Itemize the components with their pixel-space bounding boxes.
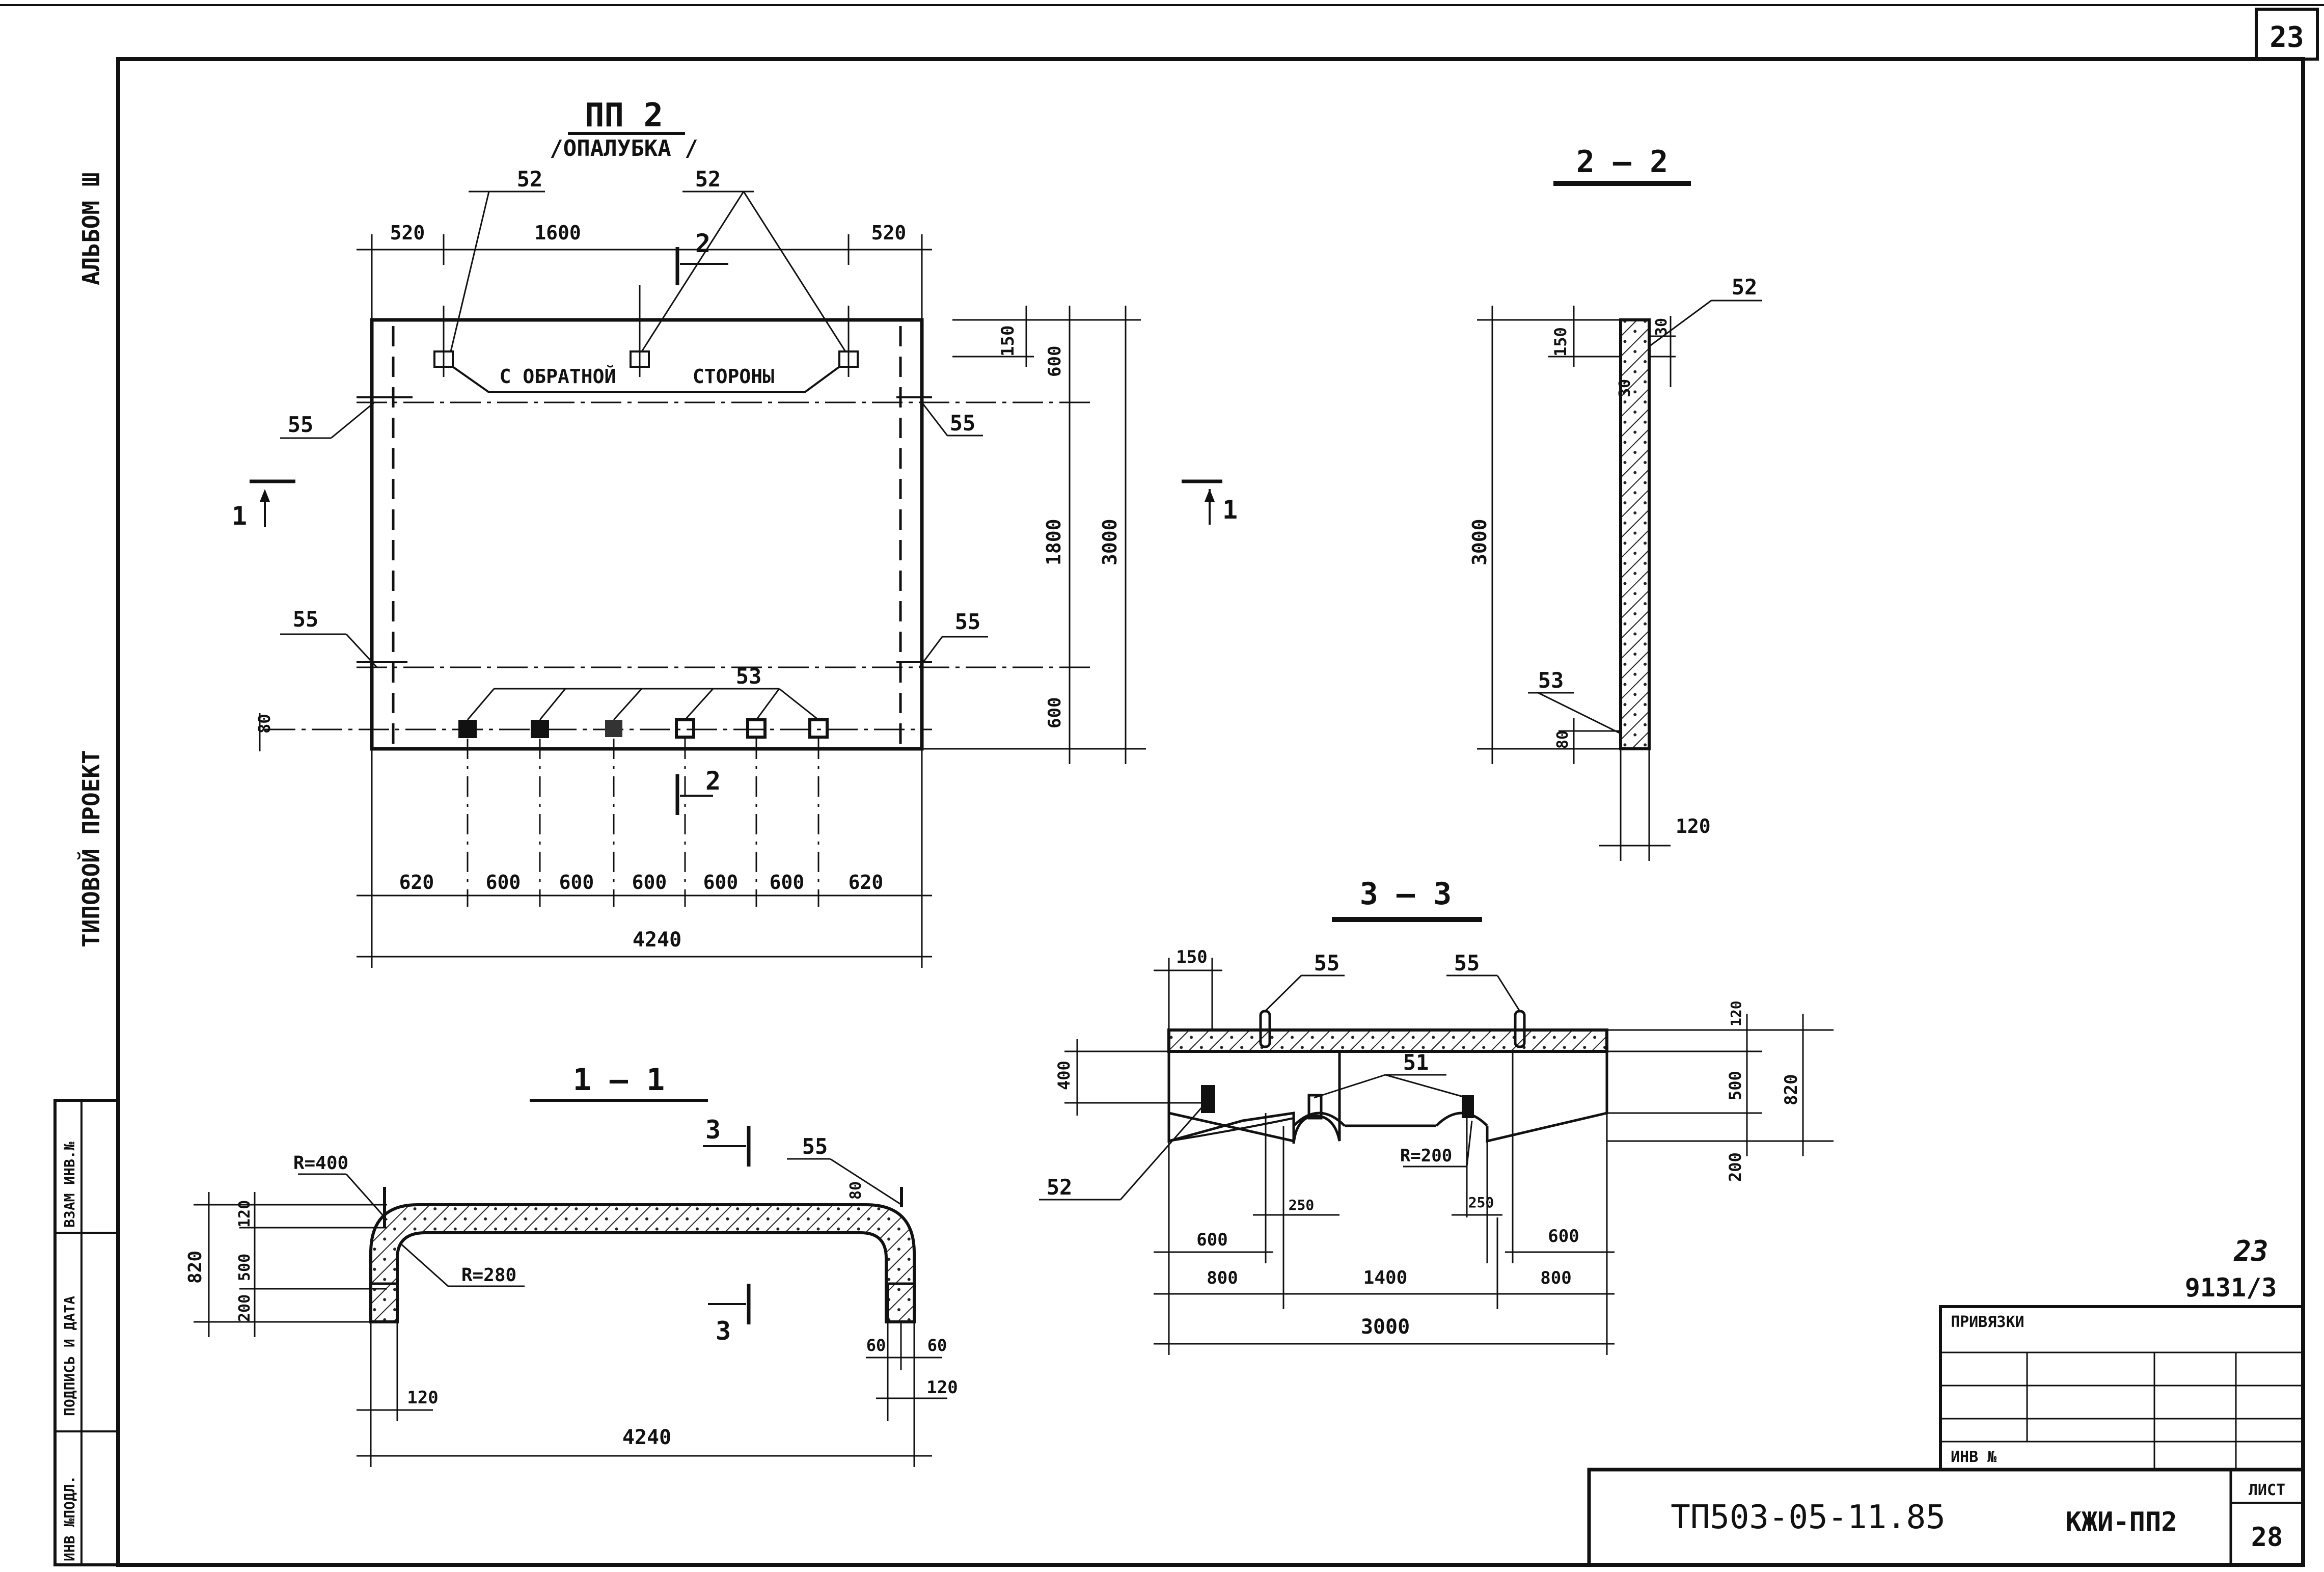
main-title: ПП 2 bbox=[585, 97, 663, 134]
view11-ref55: 55 bbox=[802, 1134, 828, 1159]
bottom-dim-7: 620 bbox=[849, 871, 884, 893]
note-back-right: СТОРОНЫ bbox=[693, 365, 774, 388]
bottom-dim-5: 600 bbox=[703, 871, 739, 893]
panel-outline bbox=[370, 318, 924, 751]
view33-d800a: 800 bbox=[1207, 1268, 1238, 1288]
view22-d150: 150 bbox=[1551, 327, 1570, 357]
view33-ref51: 51 bbox=[1403, 1050, 1429, 1075]
drawing-mark: КЖИ-ПП2 bbox=[2065, 1507, 2177, 1537]
bottom-dim-1: 620 bbox=[399, 871, 434, 893]
view33-right-500: 500 bbox=[1726, 1071, 1745, 1100]
side-stamp: ВЗАМ ИНВ.№ ПОДПИСЬ И ДАТА ИНВ №ПОДЛ. bbox=[53, 1099, 120, 1566]
view11-total: 4240 bbox=[622, 1426, 671, 1449]
top-dim-520-right: 520 bbox=[871, 222, 907, 244]
total-width: 4240 bbox=[633, 928, 681, 952]
view33-right-200: 200 bbox=[1726, 1152, 1745, 1182]
view33-right-820: 820 bbox=[1781, 1074, 1801, 1105]
view11-dim-60-b: 60 bbox=[927, 1336, 947, 1355]
album-label: АЛЬБОМ Ш bbox=[77, 172, 105, 285]
view11-left-120: 120 bbox=[236, 1200, 254, 1228]
view22-d30b: 30 bbox=[1616, 379, 1634, 397]
view11-sec3-bottom: 3 bbox=[716, 1316, 731, 1346]
view33-d3000: 3000 bbox=[1361, 1315, 1410, 1339]
view11-left-200: 200 bbox=[236, 1294, 254, 1322]
title-code: 9131/3 bbox=[2185, 1273, 2277, 1303]
view11-dim-120-right: 120 bbox=[926, 1377, 958, 1398]
project-type-label: ТИПОВОЙ ПРОЕКТ bbox=[77, 750, 105, 947]
main-subtitle: /ОПАЛУБКА / bbox=[550, 135, 698, 161]
top-dim-520-left: 520 bbox=[390, 222, 425, 244]
view33-d400: 400 bbox=[1054, 1061, 1074, 1090]
section-1-left: 1 bbox=[232, 501, 247, 531]
right-dim-3000: 3000 bbox=[1099, 519, 1121, 565]
view33-d600a: 600 bbox=[1196, 1230, 1227, 1250]
bottom-dim-6: 600 bbox=[770, 871, 805, 893]
view11-left-500: 500 bbox=[236, 1254, 254, 1281]
stamp-inv-podl: ИНВ №ПОДЛ. bbox=[61, 1475, 78, 1561]
view33-d1400: 1400 bbox=[1363, 1267, 1408, 1288]
drawing-number: ТП503-05-11.85 bbox=[1671, 1499, 1945, 1536]
view33-r200: R=200 bbox=[1400, 1146, 1452, 1166]
right-dim-600-top: 600 bbox=[1045, 346, 1065, 377]
view22-d3000: 3000 bbox=[1468, 519, 1491, 565]
ref-52a: 52 bbox=[517, 167, 543, 192]
view11-dim-120-left: 120 bbox=[407, 1388, 438, 1408]
view33-d250a: 250 bbox=[1289, 1197, 1315, 1213]
view22-ref52: 52 bbox=[1732, 275, 1758, 300]
title-upper-ref: 23 bbox=[2233, 1235, 2268, 1268]
view33-right-120: 120 bbox=[1728, 1000, 1744, 1026]
view11-r280: R=280 bbox=[461, 1265, 516, 1286]
view-3-3: 3 — 3 55 55 51 52 R=200 bbox=[1039, 876, 1834, 1355]
section-2-bottom: 2 bbox=[705, 766, 721, 796]
ref-55a: 55 bbox=[288, 412, 314, 437]
sheet-number: 28 bbox=[2251, 1522, 2283, 1553]
bottom-dim-3: 600 bbox=[559, 871, 594, 893]
view-1-1: 1 — 1 R=400 R=280 55 80 3 3 820 bbox=[185, 1062, 958, 1467]
sheet-label: ЛИСТ bbox=[2249, 1481, 2285, 1499]
right-dim-150: 150 bbox=[998, 326, 1018, 357]
corner-number: 23 bbox=[2270, 21, 2304, 54]
view33-title: 3 — 3 bbox=[1360, 876, 1452, 912]
section-1-right: 1 bbox=[1222, 495, 1238, 525]
view22-title: 2 — 2 bbox=[1576, 144, 1669, 180]
view22-ref53: 53 bbox=[1538, 668, 1564, 693]
ref-53: 53 bbox=[736, 664, 762, 689]
view33-d250b: 250 bbox=[1468, 1194, 1494, 1211]
view11-title: 1 — 1 bbox=[573, 1062, 665, 1098]
section-2-top: 2 bbox=[695, 229, 710, 258]
top-dim-1600: 1600 bbox=[534, 222, 581, 244]
title-privyazki: ПРИВЯЗКИ bbox=[1951, 1313, 2025, 1331]
view-2-2: 2 — 2 150 3000 30 30 52 53 80 120 bbox=[1468, 144, 1762, 861]
ref-55c: 55 bbox=[293, 607, 319, 632]
view11-dim-60-a: 60 bbox=[866, 1336, 886, 1355]
view11-sec3-top: 3 bbox=[705, 1115, 721, 1145]
right-dim-1800: 1800 bbox=[1043, 519, 1065, 565]
bottom-dim-2: 600 bbox=[486, 871, 521, 893]
ref-55d: 55 bbox=[955, 609, 981, 634]
view11-right-80: 80 bbox=[847, 1181, 865, 1200]
view-main: ПП 2 /ОПАЛУБКА / С ОБРАТНОЙ СТОРОНЫ 52 5… bbox=[232, 97, 1238, 968]
title-inv: ИНВ № bbox=[1951, 1448, 1997, 1466]
view22-d120: 120 bbox=[1676, 815, 1711, 837]
note-back-left: С ОБРАТНОЙ bbox=[500, 365, 616, 388]
view33-d800b: 800 bbox=[1540, 1268, 1571, 1288]
ref-52b: 52 bbox=[695, 167, 721, 192]
stamp-vzam: ВЗАМ ИНВ.№ bbox=[61, 1142, 78, 1228]
left-dim-80: 80 bbox=[255, 714, 274, 734]
stamp-podpis: ПОДПИСЬ И ДАТА bbox=[61, 1296, 78, 1416]
view22-d80: 80 bbox=[1554, 730, 1572, 749]
view11-r400: R=400 bbox=[293, 1153, 348, 1174]
right-dim-600-bottom: 600 bbox=[1045, 697, 1065, 728]
corner-number-box: 23 bbox=[2255, 8, 2319, 61]
view11-left-820: 820 bbox=[185, 1251, 206, 1284]
view33-ref55b: 55 bbox=[1454, 951, 1480, 975]
view33-d150: 150 bbox=[1176, 947, 1207, 967]
ref-55b: 55 bbox=[950, 411, 976, 436]
view33-d600b: 600 bbox=[1548, 1226, 1579, 1246]
view33-ref55a: 55 bbox=[1314, 951, 1340, 975]
view33-ref52: 52 bbox=[1047, 1175, 1073, 1200]
bottom-dim-4: 600 bbox=[632, 871, 667, 893]
title-block: 23 9131/3 ПРИВЯЗКИ ИНВ № ТП503-05-11.85 … bbox=[1587, 1235, 2305, 1567]
